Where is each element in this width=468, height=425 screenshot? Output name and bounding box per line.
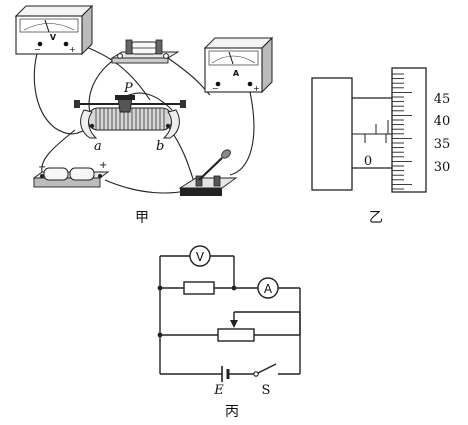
voltmeter-minus-label: − — [34, 45, 41, 54]
rheostat-end-a: a — [94, 139, 102, 154]
wire-ammeter-to-switch — [229, 91, 255, 176]
wire-battery-to-switch — [104, 179, 191, 194]
schematic-switch-label: S — [262, 383, 271, 398]
thimble — [391, 67, 427, 193]
main-scale-zero: 0 — [364, 154, 372, 169]
battery-minus-label: − — [38, 162, 46, 173]
schematic-resistor — [183, 281, 215, 295]
schematic-switch-blade — [257, 363, 277, 374]
ammeter-jia: A − + — [203, 36, 274, 94]
caption-yi: 乙 — [369, 210, 383, 226]
ammeter-plus-label: + — [253, 84, 260, 93]
schematic-rheostat — [217, 328, 255, 342]
voltmeter-symbol: V — [50, 33, 57, 42]
thimble-label-30: 30 — [434, 160, 451, 175]
battery-plus-label: + — [99, 160, 107, 171]
resistor-on-base — [110, 39, 180, 64]
voltmeter-jia: V − + — [14, 4, 94, 56]
thimble-label-40: 40 — [434, 114, 451, 129]
voltmeter-plus-label: + — [69, 45, 76, 54]
thimble-label-45: 45 — [434, 92, 451, 107]
rheostat-end-b: b — [156, 139, 164, 154]
sliding-rheostat: P a b — [74, 81, 186, 154]
thimble-label-35: 35 — [434, 137, 451, 152]
battery-jia: − + — [32, 160, 110, 188]
caption-bing: 丙 — [225, 404, 239, 420]
switch-jia — [178, 149, 238, 196]
rheostat-slider-label: P — [123, 81, 133, 96]
schematic-emf-label: E — [213, 383, 224, 398]
ammeter-symbol: A — [233, 69, 240, 78]
schematic-voltmeter-symbol: V — [196, 250, 205, 264]
figure-bing: V A E S 丙 — [157, 245, 301, 420]
figure-yi: 0 45 40 35 30 乙 — [311, 67, 451, 226]
schematic-slider-arrow — [230, 320, 238, 328]
wire-rheostat-to-battery — [41, 129, 76, 173]
figure-jia: V − + A − + — [14, 4, 274, 226]
micrometer-frame — [311, 77, 353, 191]
ammeter-minus-label: − — [212, 84, 219, 93]
thimble-ticks — [392, 73, 412, 190]
wire-voltmeter-to-a — [33, 43, 91, 135]
caption-jia: 甲 — [135, 210, 149, 226]
schematic-ammeter-symbol: A — [264, 282, 273, 296]
wire-bulb-to-ammeter — [164, 55, 211, 96]
